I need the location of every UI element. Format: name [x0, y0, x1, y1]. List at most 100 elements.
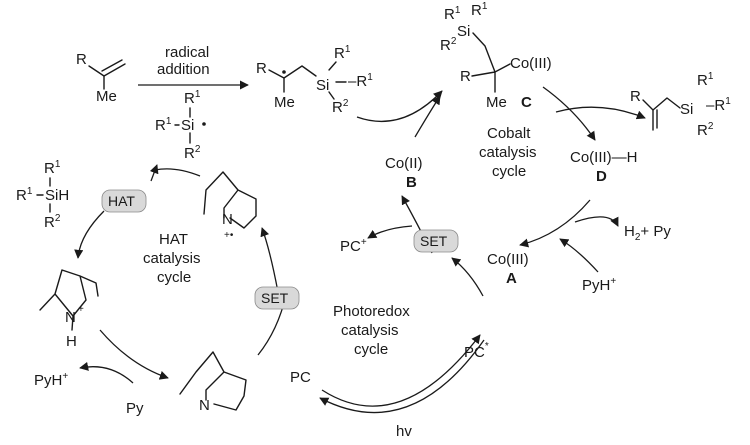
- product-release-arrow: [555, 106, 646, 120]
- radical-me-label: Me: [274, 94, 295, 111]
- radical-r-label: R: [256, 60, 267, 77]
- quinuclidinium-charge: +: [78, 304, 84, 315]
- silane-r2-bottom: R2: [44, 213, 61, 231]
- silyl-r1-left: R1: [155, 116, 172, 134]
- alkene-r-label: R: [76, 51, 87, 68]
- radical-addition-step: radical addition: [138, 44, 249, 90]
- allylsilane-product: R Si R1 –R1 R2: [630, 71, 731, 139]
- product-r1-top: R1: [697, 71, 714, 89]
- radical-chain-bonds: [268, 65, 317, 79]
- silane-r1-left: R1: [16, 186, 33, 204]
- step-label-radical: radical: [165, 44, 209, 61]
- alkyl-cobalt-complex: R1 R1 Si R2 Co(III) R Me C: [440, 1, 552, 111]
- product-r-label: R: [630, 88, 641, 105]
- radical-r1-top: R1: [334, 44, 351, 62]
- alkene-double-bond-a: [103, 63, 126, 77]
- photoredox-title-2: catalysis: [341, 322, 399, 339]
- pyh-release-arrow: [79, 361, 134, 384]
- cobalt-cycle-title-3: cycle: [492, 163, 526, 180]
- hat-cycle-title-3: cycle: [157, 269, 191, 286]
- cobalt-cycle-title-1: Cobalt: [487, 125, 531, 142]
- complex-coIII-label: Co(III): [510, 55, 552, 72]
- py-hat-label: Py: [126, 400, 144, 417]
- complex-r1-a: R1: [444, 5, 461, 23]
- complex-r1-b: R1: [471, 1, 488, 19]
- product-si-label: Si: [680, 101, 693, 118]
- hat-pill-label: HAT: [108, 193, 135, 209]
- coII-up-arrow: [414, 95, 441, 138]
- radical-cation-n: N: [222, 211, 233, 228]
- alkene-bonds: [88, 65, 105, 90]
- hat-arc-left: [74, 210, 105, 259]
- photoredox-cycle: SET SET PC+ PC PC* hv Photoredox catalys…: [254, 195, 489, 440]
- set-left-label: SET: [261, 290, 289, 306]
- complex-si-label: Si: [457, 23, 470, 40]
- pcstar-to-set-arrow: [451, 257, 484, 297]
- coIIIH-label: Co(III)—H: [570, 149, 638, 166]
- h2-py-label: H2+ Py: [624, 223, 671, 243]
- silyl-radical-dot: [202, 122, 206, 126]
- radical-r2-bottom: R2: [332, 98, 349, 116]
- pc-star-label: PC*: [464, 341, 489, 361]
- hat-pill: HAT: [101, 189, 147, 213]
- hat-arc-top: [154, 168, 201, 177]
- coIIIH-to-coIII-arrow: [519, 199, 591, 248]
- step-label-addition: addition: [157, 61, 210, 78]
- cobalt-cycle: Co(II) B Cobalt catalysis cycle R1 R1 Si…: [356, 1, 731, 294]
- silyl-si-label: Si: [181, 117, 194, 134]
- label-D: D: [596, 168, 607, 185]
- set-to-nrad-arrow: [260, 227, 279, 293]
- silane-sih-label: SiH: [45, 187, 69, 204]
- radical-to-coII-arrow: [356, 90, 443, 123]
- set-to-pcplus-arrow: [367, 225, 413, 239]
- pyh-hat-label: PyH+: [34, 371, 68, 389]
- silyl-r2-bottom: R2: [184, 144, 201, 162]
- pc-label: PC: [290, 369, 311, 386]
- quinuclidinium-structure: N + H: [39, 269, 99, 350]
- pc-plus-label: PC+: [340, 237, 367, 255]
- quinuclidinium-bonds: [39, 269, 99, 331]
- silane-structure: R1 R1 SiH R2: [16, 159, 69, 231]
- radical-si-label: Si: [316, 77, 329, 94]
- hat-to-silyl-arrow: [149, 164, 159, 182]
- hat-cycle: HAT HAT catalysis cycle R1 R1 SiH R2 N +…: [16, 159, 287, 417]
- product-double-bond: [652, 109, 658, 131]
- quinuclidinium-n: N: [65, 309, 76, 326]
- hv-return-arrow: [319, 339, 485, 414]
- alkene-double-bond-b: [101, 59, 123, 72]
- complex-me-label: Me: [486, 94, 507, 111]
- set-right-label: SET: [420, 233, 448, 249]
- quinuclidine-radical-cation: N +•: [203, 171, 257, 241]
- quinuclidine-n: N: [199, 397, 210, 414]
- label-B: B: [406, 174, 417, 191]
- hat-cycle-title-1: HAT: [159, 231, 188, 248]
- photoredox-title-1: Photoredox: [333, 303, 410, 320]
- quinuclidine-structure: N: [179, 351, 247, 414]
- label-C: C: [521, 94, 532, 111]
- complex-r-label: R: [460, 68, 471, 85]
- hv-excitation-arrow: [321, 334, 481, 407]
- set-pill-right: SET: [413, 229, 459, 253]
- label-A: A: [506, 270, 517, 287]
- radical-si-bonds: [328, 61, 347, 100]
- silyl-bonds: [174, 107, 191, 144]
- set-pill-left: SET: [254, 286, 300, 310]
- alkyl-radical-structure: R Me Si R1 –R1 R2: [256, 44, 373, 116]
- pyh-cobalt-label: PyH+: [582, 276, 616, 294]
- product-chain-bonds: [642, 97, 681, 111]
- complex-to-coIIIH-arrow: [542, 86, 596, 141]
- hv-label: hv: [396, 423, 412, 440]
- cobalt-cycle-title-2: catalysis: [479, 144, 537, 161]
- alkene-me-label: Me: [96, 88, 117, 105]
- coIII-label: Co(III): [487, 251, 529, 268]
- h2-release-arrow: [574, 216, 619, 227]
- coII-label: Co(II): [385, 155, 423, 172]
- quinuclidine-bonds: [179, 351, 247, 411]
- radical-cation-bonds: [203, 171, 257, 229]
- hat-cycle-title-2: catalysis: [143, 250, 201, 267]
- radical-cation-charge: +•: [224, 230, 234, 241]
- silane-r1-top: R1: [44, 159, 61, 177]
- product-r2-bottom: R2: [697, 121, 714, 139]
- complex-r2-label: R2: [440, 36, 457, 54]
